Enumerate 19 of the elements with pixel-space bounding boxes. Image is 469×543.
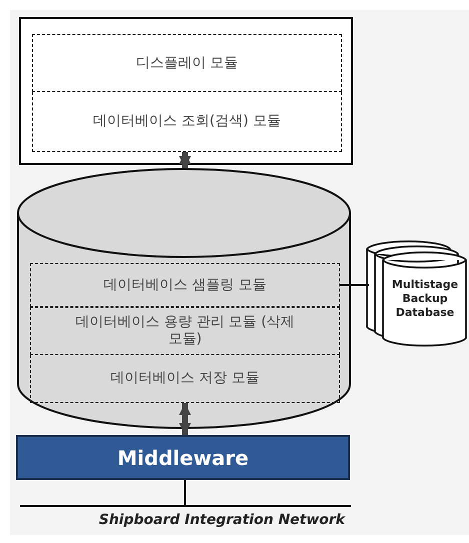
connector-line — [340, 284, 369, 286]
module-box — [30, 263, 340, 307]
module-box — [32, 34, 342, 92]
module-label: 데이터베이스 샘플링 모듈 — [102, 276, 268, 294]
backup-label: Multistage Backup Database — [390, 278, 460, 320]
double-arrow — [179, 152, 191, 168]
display-box — [19, 17, 353, 165]
module-box — [32, 92, 342, 152]
middleware-bar — [16, 435, 350, 480]
network-label: Shipboard Integration Network — [98, 512, 346, 528]
module-box — [30, 307, 340, 355]
module-label: 데이터베이스 용량 관리 모듈 (삭제 모듈) — [74, 314, 296, 348]
double-arrow — [179, 403, 191, 435]
module-label: 데이터베이스 조회(검색) 모듈 — [92, 113, 282, 130]
connector-line — [184, 480, 186, 505]
middleware-label: Middleware — [117, 446, 249, 470]
module-label: 데이터베이스 저장 모듈 — [110, 370, 260, 387]
module-box — [30, 355, 340, 403]
module-label: 디스플레이 모듈 — [134, 54, 240, 72]
